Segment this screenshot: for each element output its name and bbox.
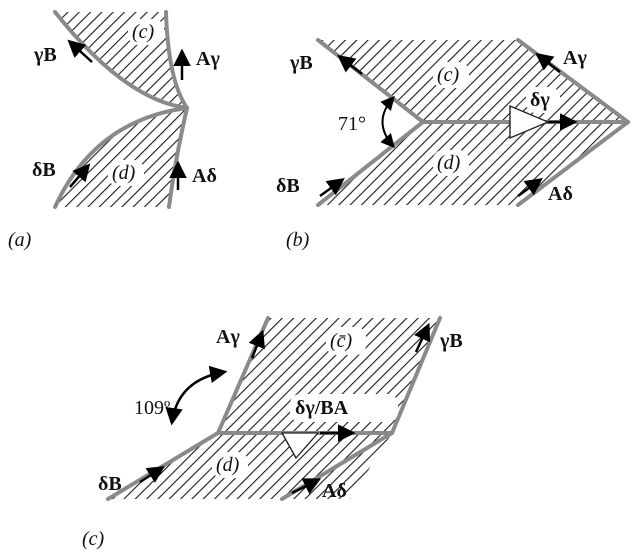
panel-a-arrow-deltaB [69,163,91,188]
panel-a-region-d-label: (d) [112,162,136,184]
panel-a-boundary-right [164,10,189,209]
panel-c-arrow-Agamma [248,329,265,359]
panel-b-arrow-Agamma [535,52,561,73]
panel-a-boundary-upper [53,10,189,110]
panel-a: (c) (d) γB Aγ δB Aδ (a) [8,10,220,251]
panel-c-region-cbar-bg [326,327,366,355]
panel-a-region-d-bg [108,160,144,186]
panel-a-gammaB-label: γB [33,44,57,66]
panel-a-caption: (a) [8,229,32,251]
panel-c-region-d [108,433,392,499]
panel-b-region-c-label: (c) [437,64,460,86]
panel-b-Adelta-label: Aδ [548,183,573,205]
panel-c-angle-arc [165,365,228,426]
panel-a-Agamma-label: Aγ [196,48,220,70]
panel-b-region-d-label: (d) [437,152,461,174]
panel-a-region-d [55,108,187,207]
panel-c-deltagamma-label: δγ/BA [295,397,349,419]
panel-c-Agamma-label: Aγ [216,326,240,348]
panel-c-gammaB-label: γB [439,330,463,352]
panel-a-deltaB-label: δB [32,159,56,181]
panel-a-region-c-bg [128,19,164,45]
panel-c: (c̄) (d) δγ/BA Aγ γB δB Aδ 109º (c) [82,316,463,550]
panel-a-region-c-label: (c) [132,21,155,43]
panel-c-Adelta-label: Aδ [322,480,347,502]
panel-c-region-cbar-label: (c̄) [330,330,353,352]
panel-c-arrow-gammaB [414,322,431,353]
panel-c-dislocation-triangle [280,432,320,460]
panel-b-region-c-bg [433,62,469,88]
panel-b-gammaB-label: γB [289,52,313,74]
panel-b: (c) (d) δγ γB Aγ δB Aδ 71° (b) [276,38,630,251]
panel-b-region-d-bg [433,150,469,176]
panel-b-Agamma-label: Aγ [563,47,587,69]
panel-b-caption: (b) [286,229,310,251]
panel-b-deltaB-label: δB [276,175,300,197]
panel-b-arrow-gammaB [337,54,363,75]
panel-c-deltaB-label: δB [98,473,122,495]
panel-b-angle-label: 71° [338,113,366,135]
panel-c-caption: (c) [82,528,105,550]
panel-c-region-d-bg [212,452,248,478]
panel-b-angle-arc [380,95,395,149]
panel-a-arrow-gammaB [67,39,93,63]
panel-b-deltagamma-label: δγ [530,89,550,111]
panel-a-Adelta-label: Aδ [192,165,217,187]
panel-b-deltagamma-bg [526,87,560,113]
panel-b-arrow-deltaB [319,177,345,198]
panel-c-angle-label: 109º [134,397,170,419]
panel-c-deltagamma-bg [290,394,398,422]
panel-b-region-d [318,122,628,205]
panel-a-boundary-lower [53,106,189,209]
panel-c-arrow-Adelta [291,478,322,495]
panel-b-arrow-Adelta [517,177,543,198]
panel-c-arrow-deltaB [139,466,165,484]
panel-c-region-d-label: (d) [216,454,240,476]
